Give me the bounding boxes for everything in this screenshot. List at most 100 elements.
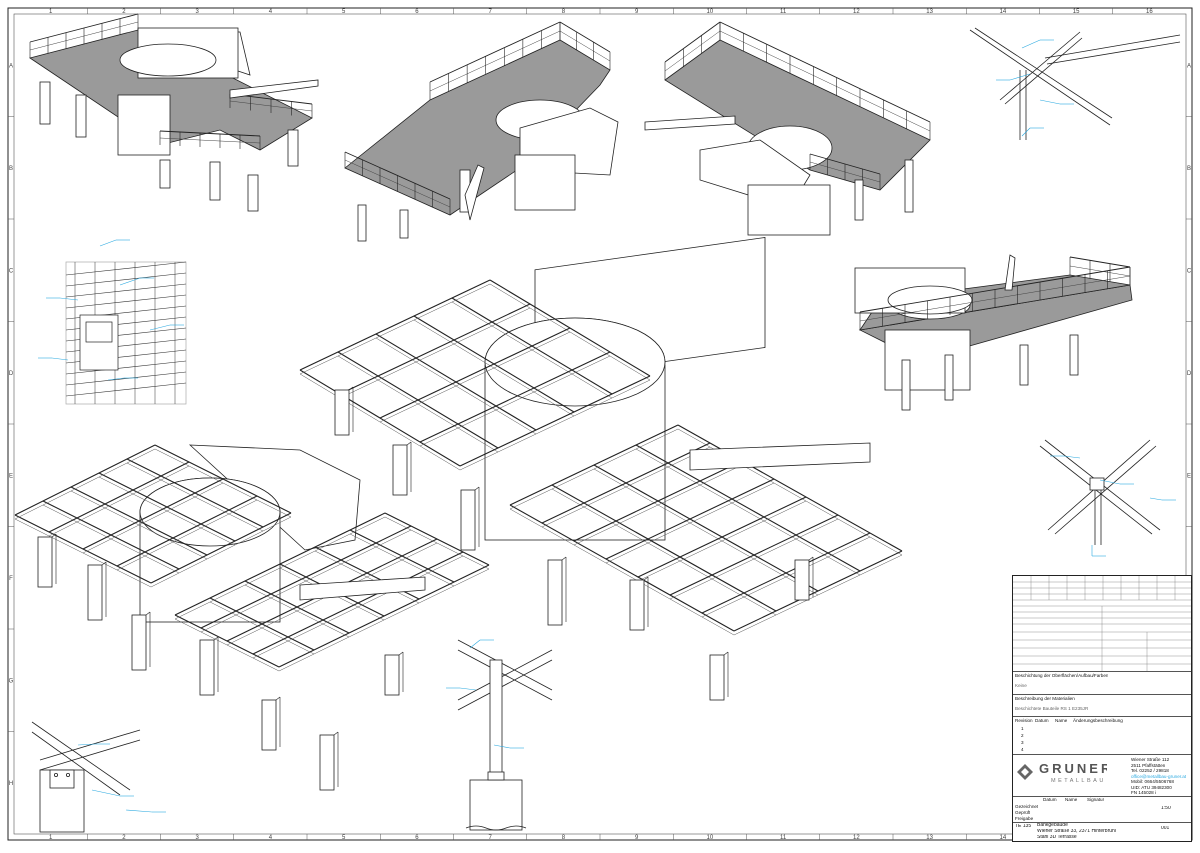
view-a-railing bbox=[29, 13, 313, 150]
ruler-col-top: 11 bbox=[780, 9, 787, 15]
ruler-col-top: 6 bbox=[415, 9, 419, 15]
sheet-number: 001 bbox=[1161, 826, 1170, 831]
title-block: Beschichtung der Oberflächen/Aufbau/Farb… bbox=[1012, 575, 1192, 842]
sign-header-date: Datum bbox=[1043, 797, 1057, 802]
scale-value: 1:50 bbox=[1161, 806, 1171, 811]
ruler-col-bottom: 10 bbox=[707, 835, 714, 841]
rev-row-2: 2 bbox=[1021, 733, 1024, 738]
view-e-frame bbox=[299, 237, 903, 701]
ruler-col-bottom: 7 bbox=[488, 835, 492, 841]
view-e-beam-grid bbox=[299, 279, 903, 636]
company-logo: GRUNER METALLBAU bbox=[1017, 760, 1107, 790]
sign-row-checked: Geprüft bbox=[1015, 810, 1031, 815]
dimension-callouts bbox=[38, 39, 1176, 813]
ruler-row-left: H bbox=[9, 781, 13, 787]
ruler-col-bottom: 4 bbox=[269, 835, 273, 841]
ruler-row-left: A bbox=[9, 63, 13, 69]
ruler-col-top: 12 bbox=[853, 9, 860, 15]
address-line-3: Tel. 02252 / 29818 bbox=[1131, 768, 1169, 773]
ruler-col-top: 1 bbox=[49, 9, 53, 15]
project-number: TE 135 bbox=[1015, 824, 1032, 829]
ruler-col-top: 4 bbox=[269, 9, 273, 15]
rev-row-3: 3 bbox=[1021, 740, 1024, 745]
ruler-row-right: E bbox=[1187, 473, 1191, 479]
company-name: GRUNER bbox=[1039, 761, 1107, 776]
view-d-railing bbox=[859, 256, 1131, 330]
material-table-grid bbox=[1013, 576, 1191, 671]
ruler-row-left: C bbox=[9, 268, 14, 274]
detail-bottom-center-column bbox=[457, 639, 553, 831]
detail-bottom-left-base bbox=[31, 721, 141, 833]
sign-row-drawn: Gezeichnet bbox=[1015, 804, 1039, 809]
ruler-row-left: B bbox=[9, 166, 13, 172]
ruler-col-bottom: 8 bbox=[562, 835, 566, 841]
detail-top-right-joint bbox=[969, 27, 1181, 140]
rev-header-change: Änderungsbeschreibung bbox=[1073, 718, 1123, 723]
ruler-row-right: D bbox=[1187, 371, 1192, 377]
ruler-col-top: 3 bbox=[195, 9, 199, 15]
rev-header-date: Datum bbox=[1035, 718, 1049, 723]
ruler-col-bottom: 9 bbox=[635, 835, 639, 841]
detail-left-connection bbox=[65, 261, 187, 405]
coating-value: Keine bbox=[1015, 683, 1027, 688]
address-line-4: office@metallbau-gruner.at bbox=[1131, 773, 1187, 779]
ruler-col-top: 8 bbox=[562, 9, 566, 15]
rev-header-revision: Revision bbox=[1015, 718, 1033, 723]
ruler-col-top: 2 bbox=[122, 9, 126, 15]
description-label: Beschreibung der Materialien bbox=[1015, 696, 1075, 701]
project-line-2: Wiener Straße 33, 2371 Hinterbrühl bbox=[1037, 829, 1116, 834]
ruler-col-bottom: 12 bbox=[853, 835, 860, 841]
ruler-row-left: F bbox=[9, 576, 13, 582]
ruler-col-bottom: 5 bbox=[342, 835, 346, 841]
ruler-col-top: 16 bbox=[1146, 9, 1153, 15]
detail-mid-right-joint bbox=[1039, 439, 1161, 545]
ruler-row-right: A bbox=[1187, 63, 1191, 69]
project-line-1: Bankgebäude bbox=[1037, 823, 1068, 828]
surface-text: Beschichtete Bauteile RS 1 E235JR bbox=[1015, 706, 1089, 711]
ruler-col-bottom: 13 bbox=[926, 835, 933, 841]
ruler-col-bottom: 11 bbox=[780, 835, 787, 841]
view-b-railing bbox=[344, 21, 611, 215]
view-e-columns bbox=[334, 386, 814, 701]
ruler-col-bottom: 1 bbox=[49, 835, 53, 841]
project-line-3: Stahl 3D Terrasse bbox=[1037, 835, 1077, 840]
ruler-row-right: C bbox=[1187, 268, 1192, 274]
address-line-1: Wiener Straße 112 bbox=[1131, 757, 1170, 762]
rev-header-name: Name bbox=[1055, 718, 1068, 723]
ruler-col-top: 10 bbox=[707, 9, 714, 15]
ruler-col-top: 15 bbox=[1073, 9, 1080, 15]
ruler-col-top: 5 bbox=[342, 9, 346, 15]
ruler-col-bottom: 14 bbox=[1000, 835, 1007, 841]
sign-header-signature: Signatur bbox=[1087, 797, 1105, 802]
ruler-row-left: G bbox=[9, 678, 14, 684]
ruler-row-left: E bbox=[9, 473, 13, 479]
company-logo-icon bbox=[1017, 764, 1033, 780]
view-f-columns bbox=[37, 533, 404, 791]
ruler-col-top: 7 bbox=[488, 9, 492, 15]
company-sub: METALLBAU bbox=[1051, 778, 1106, 784]
view-b-grating bbox=[344, 21, 619, 242]
material-table bbox=[1013, 576, 1191, 671]
ruler-col-bottom: 3 bbox=[195, 835, 199, 841]
ruler-col-bottom: 2 bbox=[122, 835, 126, 841]
view-a-grating bbox=[29, 13, 319, 212]
address-line-2: 2511 Pfaffstätten bbox=[1131, 762, 1166, 768]
ruler-row-left: D bbox=[9, 371, 14, 377]
ruler-col-top: 9 bbox=[635, 9, 639, 15]
ruler-ticks bbox=[8, 8, 1192, 840]
rev-row-4: 4 bbox=[1021, 747, 1024, 752]
view-c-grating bbox=[644, 21, 931, 236]
sign-row-released: Freigabe bbox=[1015, 816, 1034, 821]
ruler-row-right: B bbox=[1187, 166, 1191, 172]
ruler-col-bottom: 6 bbox=[415, 835, 419, 841]
coating-label: Beschichtung der Oberflächen/Aufbau/Farb… bbox=[1015, 673, 1109, 678]
ruler-col-top: 13 bbox=[926, 9, 933, 15]
view-d-grating bbox=[854, 254, 1133, 411]
address-line-6: UID: ATU 39482300 bbox=[1131, 784, 1172, 790]
view-f-frame bbox=[14, 444, 490, 791]
rev-row-1: 1 bbox=[1021, 726, 1024, 731]
view-c-railing bbox=[664, 21, 931, 190]
address-line-5: Mobil: 0664/5506768 bbox=[1131, 779, 1174, 784]
address-line-7: FN 145028 i bbox=[1131, 790, 1157, 795]
ruler-col-top: 14 bbox=[1000, 9, 1007, 15]
